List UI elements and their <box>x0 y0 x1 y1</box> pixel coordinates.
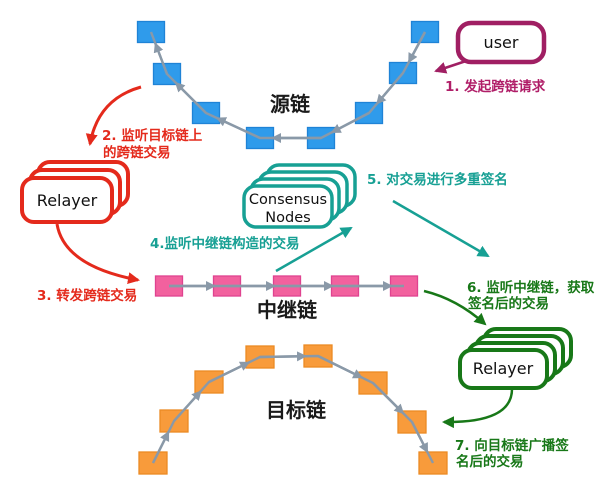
step6-arrow <box>423 289 487 326</box>
relayer-left-label: Relayer <box>37 191 98 210</box>
relayer-right-label: Relayer <box>473 359 534 378</box>
step4-text: 4.监听中继链构造的交易 <box>150 235 300 252</box>
consensus-label-line2: Nodes <box>265 210 310 226</box>
step5-arrow <box>392 199 490 258</box>
target-chain-arrows <box>151 351 429 464</box>
step4-arrow <box>275 226 353 273</box>
step6-text-line2: 签名后的交易 <box>467 295 549 312</box>
user-node <box>455 20 547 65</box>
consensus-node <box>242 163 357 229</box>
relayer-right-node <box>458 327 573 390</box>
step2-arrow <box>85 85 142 146</box>
step3-text: 3. 转发跨链交易 <box>37 287 137 304</box>
source-chain-arrows <box>153 31 427 143</box>
source-chain-label: 源链 <box>270 92 311 116</box>
step1-arrow <box>434 59 467 74</box>
relayer-left-node <box>20 160 130 224</box>
step2-text-line1: 2. 监听目标链上 <box>102 127 203 144</box>
step7-arrow <box>442 388 514 429</box>
user-node-label: user <box>484 33 519 52</box>
step2-text-line2: 的跨链交易 <box>103 144 171 161</box>
step5-text: 5. 对交易进行多重签名 <box>367 171 508 188</box>
step3-arrow <box>55 223 140 285</box>
consensus-label-line1: Consensus <box>249 192 327 208</box>
target-chain-label: 目标链 <box>266 398 327 422</box>
step7-text-line1: 7. 向目标链广播签 <box>455 437 569 454</box>
step1-text: 1. 发起跨链请求 <box>445 78 546 95</box>
step6-text-line1: 6. 监听中继链，获取 <box>467 279 595 296</box>
relay-chain-label: 中继链 <box>257 298 318 322</box>
step7-text-line2: 名后的交易 <box>456 453 524 470</box>
